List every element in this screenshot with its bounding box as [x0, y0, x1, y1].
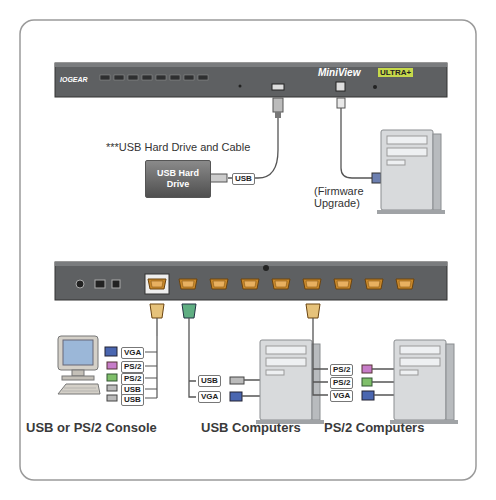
model-tag-text: ULTRA+ [378, 68, 413, 77]
hard-drive-box: USB Hard Drive [145, 160, 211, 198]
group-caption: USB Computers [201, 420, 301, 435]
group-caption: PS/2 Computers [324, 420, 424, 435]
brand-text: IOGEAR [60, 76, 88, 83]
cable-label: PS/2 [121, 361, 144, 373]
model-text: MiniView [318, 67, 360, 78]
cable-label: VGA [121, 347, 144, 359]
note-text: ***USB Hard Drive and Cable [106, 141, 250, 153]
cable-label: USB [121, 394, 144, 406]
cable-label: USB [198, 375, 221, 387]
note-text: (Firmware Upgrade) [314, 185, 380, 209]
cable-label: VGA [198, 391, 221, 403]
cable-label: USB [232, 173, 255, 185]
node-text: USB Hard Drive [146, 168, 210, 190]
cable-label: VGA [330, 390, 353, 402]
group-caption: USB or PS/2 Console [26, 420, 157, 435]
cable-label: PS/2 [330, 364, 353, 376]
cable-label: PS/2 [330, 377, 353, 389]
